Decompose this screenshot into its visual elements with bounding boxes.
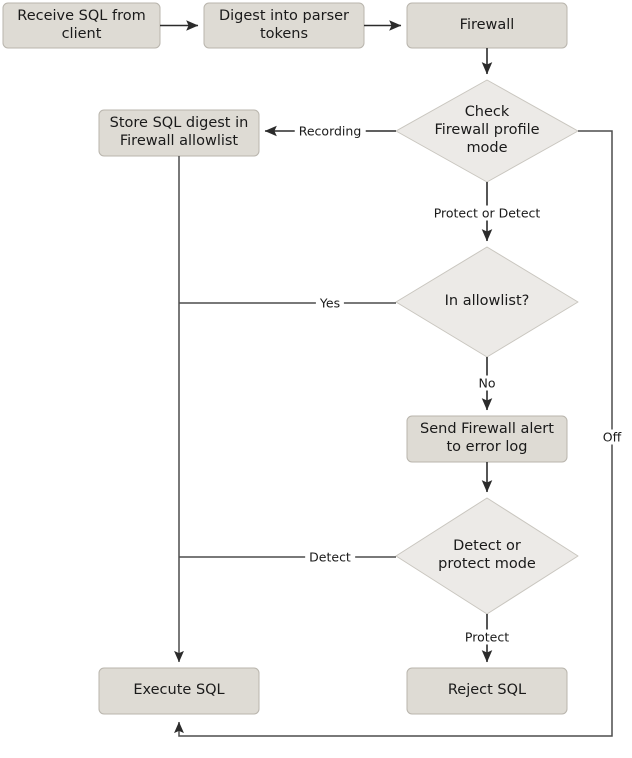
node-shape-reject-sql[interactable] [406,667,568,715]
edge-check-off-to-execute [174,130,613,737]
node-shape-execute-sql[interactable] [98,667,260,715]
node-shape-firewall[interactable] [406,2,568,49]
node-shape-send-alert[interactable] [406,415,568,463]
node-shape-in-allowlist[interactable] [395,246,579,358]
node-shape-check-profile-mode[interactable] [395,79,579,183]
node-shape-detect-or-protect[interactable] [395,497,579,615]
edge-label-protect: Protect [460,629,514,645]
edge-label-recording: Recording [294,123,366,139]
edge-label-detect: Detect [305,549,355,565]
node-shape-store-digest[interactable] [98,109,260,157]
edge-label-off: Off [598,429,626,445]
edge-label-protect-or-detect: Protect or Detect [429,205,545,221]
node-shape-receive-sql[interactable] [2,2,161,49]
node-shape-digest-tokens[interactable] [203,2,365,49]
edge-label-no: No [474,375,500,391]
edge-label-yes: Yes [315,295,345,311]
